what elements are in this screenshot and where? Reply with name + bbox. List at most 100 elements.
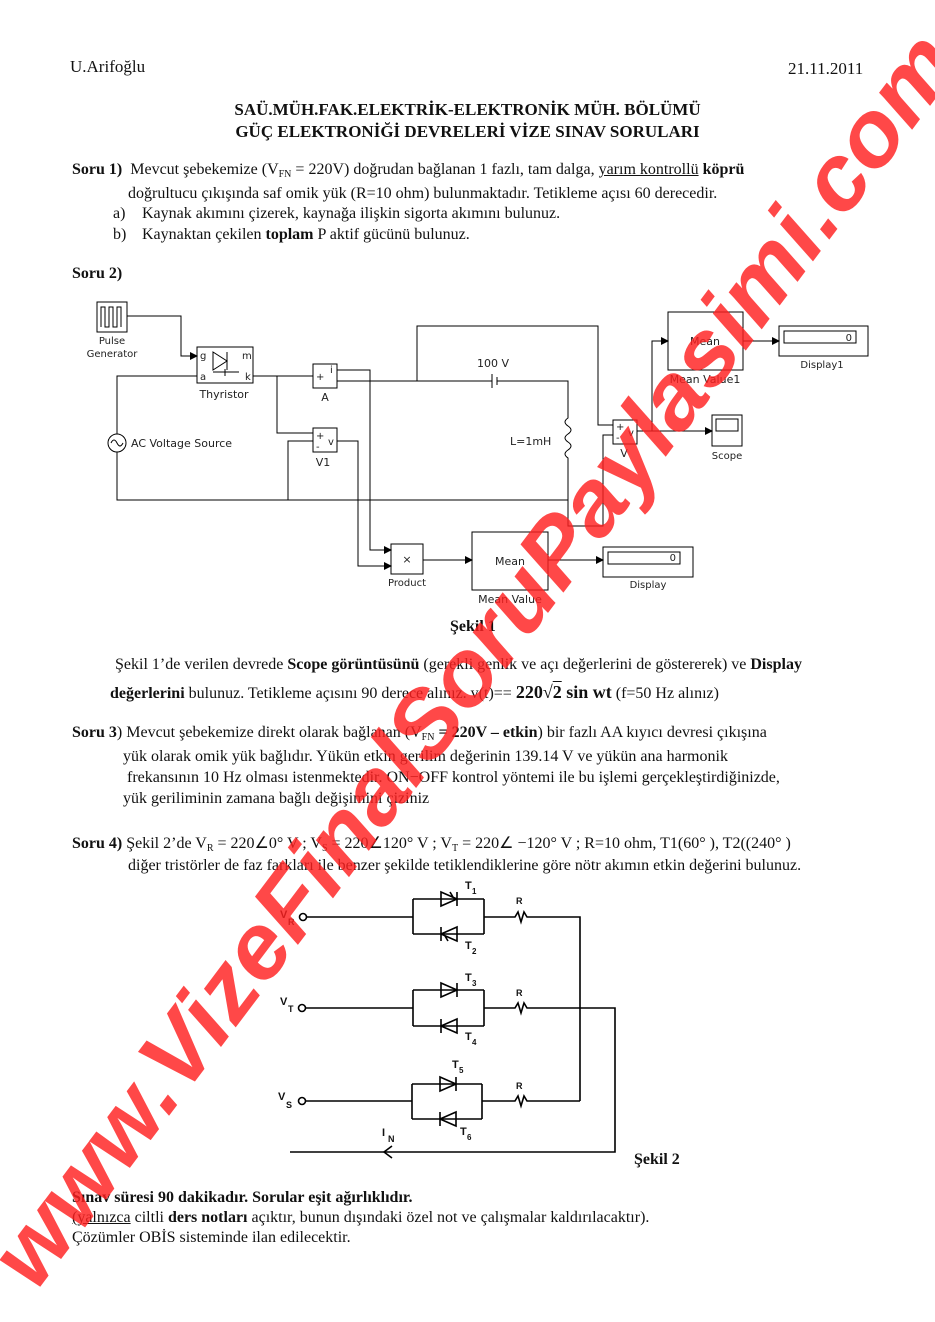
q2-line1: Şekil 1’de verilen devrede Scope görüntü… — [115, 656, 802, 674]
inductor-icon — [564, 400, 572, 480]
q3-text: ) bir fazlı AA kıyıcı devresi çıkışına — [537, 724, 767, 741]
battery-icon — [485, 374, 510, 388]
q2-bold: değerlerini — [110, 685, 185, 702]
t1-sub: 1 — [472, 887, 477, 896]
footer-duration: Sınav süresi 90 dakikadır. Sorular eşit … — [72, 1189, 413, 1206]
q1-b-p1: Kaynaktan çekilen — [142, 226, 266, 243]
product-symbol: × — [402, 553, 411, 566]
q1-label: Soru 1) — [72, 161, 123, 178]
plus: + — [316, 372, 324, 383]
product-block[interactable] — [390, 543, 424, 575]
t2-sub: 2 — [472, 947, 477, 956]
q4-line1: Soru 4) Şekil 2’de VR = 220∠0° V ; VS = … — [72, 833, 791, 854]
department-title: SAÜ.MÜH.FAK.ELEKTRİK-ELEKTRONİK MÜH. BÖL… — [234, 100, 701, 119]
formula-root: 2 — [552, 682, 562, 702]
port-a: a — [200, 372, 206, 383]
t4-sub: 4 — [472, 1038, 477, 1047]
q3-vsub: FN — [421, 732, 435, 743]
mean1-text: Mean — [690, 335, 720, 348]
v1-label: V1 — [316, 456, 331, 469]
exam-title: GÜÇ ELEKTRONİĞİ DEVRELERİ VİZE SINAV SOR… — [235, 122, 700, 141]
port-g: g — [200, 351, 206, 362]
vs-sub: S — [286, 1100, 292, 1110]
q1-underlined: yarım kontrollü — [598, 161, 699, 178]
t3-label: T — [465, 972, 472, 984]
q3-line1: Soru 3) Mevcut şebekemize direkt olarak … — [72, 724, 767, 743]
r1-label: R — [516, 896, 523, 906]
minus: - — [316, 442, 320, 453]
ammeter-label: A — [321, 391, 329, 404]
terminal-vr — [298, 912, 308, 922]
in-sub: N — [388, 1134, 395, 1144]
q1-line2: doğrultucu çıkışında saf omik yük (R=10 … — [128, 185, 718, 202]
q4-text: = 220∠ −120° V ; R=10 ohm, T1(60° ), T2(… — [458, 835, 791, 852]
battery-label: 100 V — [477, 357, 509, 370]
pulse-label2: Generator — [87, 349, 139, 360]
t2-label: T — [465, 940, 472, 952]
formula-sin: sin wt — [561, 682, 612, 702]
q3-text: ) Mevcut şebekemize direkt olarak bağlan… — [116, 724, 411, 741]
q1-a-text: Kaynak akımını çizerek, kaynağa ilişkin … — [142, 205, 561, 222]
q2-label: Soru 2) — [72, 265, 123, 282]
port-k: k — [245, 372, 251, 383]
ac-source-label: AC Voltage Source — [131, 437, 232, 450]
port-v: v — [328, 437, 334, 448]
voltmeter-v1-block[interactable] — [312, 427, 338, 453]
thyristor-t5-icon — [439, 1075, 458, 1093]
q2-bold: Display — [750, 656, 802, 673]
q3-bold: = 220V – etkin — [434, 724, 538, 741]
q4-label: Soru 4) — [72, 835, 123, 852]
inductor-label: L=1mH — [510, 435, 551, 448]
q4-line2: diğer tristörler de faz farkları ile ben… — [128, 857, 802, 874]
thyristor-t4-icon — [439, 1017, 458, 1035]
pulse-icon — [100, 306, 122, 328]
q1-b-label: b) — [113, 226, 127, 243]
mean-text: Mean — [495, 555, 525, 568]
q3-v: V — [410, 724, 422, 741]
q1-b-p2: P aktif gücünü bulunuz. — [313, 226, 470, 243]
simulink-labels: Pulse Generator g m a k Thyristor AC Vol… — [87, 333, 852, 606]
q2-bold: Scope görüntüsünü — [287, 656, 420, 673]
thyristor-t6-icon — [438, 1110, 457, 1128]
thyristor-block[interactable] — [196, 346, 254, 384]
date: 21.11.2011 — [788, 59, 864, 78]
plus: + — [316, 431, 324, 442]
q1-bold: köprü — [702, 161, 745, 178]
q1-b-bold: toplam — [265, 226, 314, 243]
footer-solutions: Çözümler OBİS sisteminde ilan edilecekti… — [72, 1229, 351, 1246]
t5-label: T — [452, 1059, 459, 1071]
t4-label: T — [465, 1031, 472, 1043]
q1-vsub: FN — [278, 169, 292, 180]
vt-sub: T — [288, 1004, 294, 1014]
terminal-vt — [297, 1003, 307, 1013]
q1-line1: Soru 1) Mevcut şebekemize (VFN = 220V) d… — [72, 161, 744, 180]
minus: - — [616, 433, 620, 444]
current-arrow-icon — [382, 1145, 393, 1159]
thyristor-icon — [212, 351, 239, 376]
q4-text: Şekil 2’de V — [122, 835, 207, 852]
t5-sub: 5 — [459, 1066, 464, 1075]
thyristor-label: Thyristor — [198, 388, 249, 401]
q2-line2: değerlerini bulunuz. Tetikleme açısını 9… — [110, 682, 719, 702]
ac-controller-diagram — [290, 890, 616, 1159]
v-label: V — [620, 447, 628, 460]
pulse-generator-block[interactable] — [96, 301, 128, 333]
plus: + — [616, 422, 624, 433]
footer-text: ciltli — [130, 1209, 168, 1226]
scope-label: Scope — [712, 451, 742, 462]
t6-sub: 6 — [467, 1133, 472, 1142]
footer-text: açıktır, bunun dışındaki özel not ve çal… — [247, 1209, 650, 1226]
display-value: 0 — [670, 553, 676, 564]
figure2-caption: Şekil 2 — [634, 1151, 680, 1168]
voltmeter-v-block[interactable] — [612, 419, 638, 445]
q1-text: Mevcut şebekemize ( — [130, 161, 268, 178]
q2-text: (f=50 Hz alınız) — [611, 685, 719, 702]
mean-value-label: Mean Value — [478, 593, 542, 606]
figure1-caption: Şekil 1 — [450, 618, 496, 635]
display1-value: 0 — [846, 333, 852, 344]
mean-value1-label: Mean Value1 — [670, 373, 741, 386]
q3-line3: frekansının 10 Hz olması istenmektedir. … — [127, 769, 780, 786]
t3-sub: 3 — [472, 979, 477, 988]
